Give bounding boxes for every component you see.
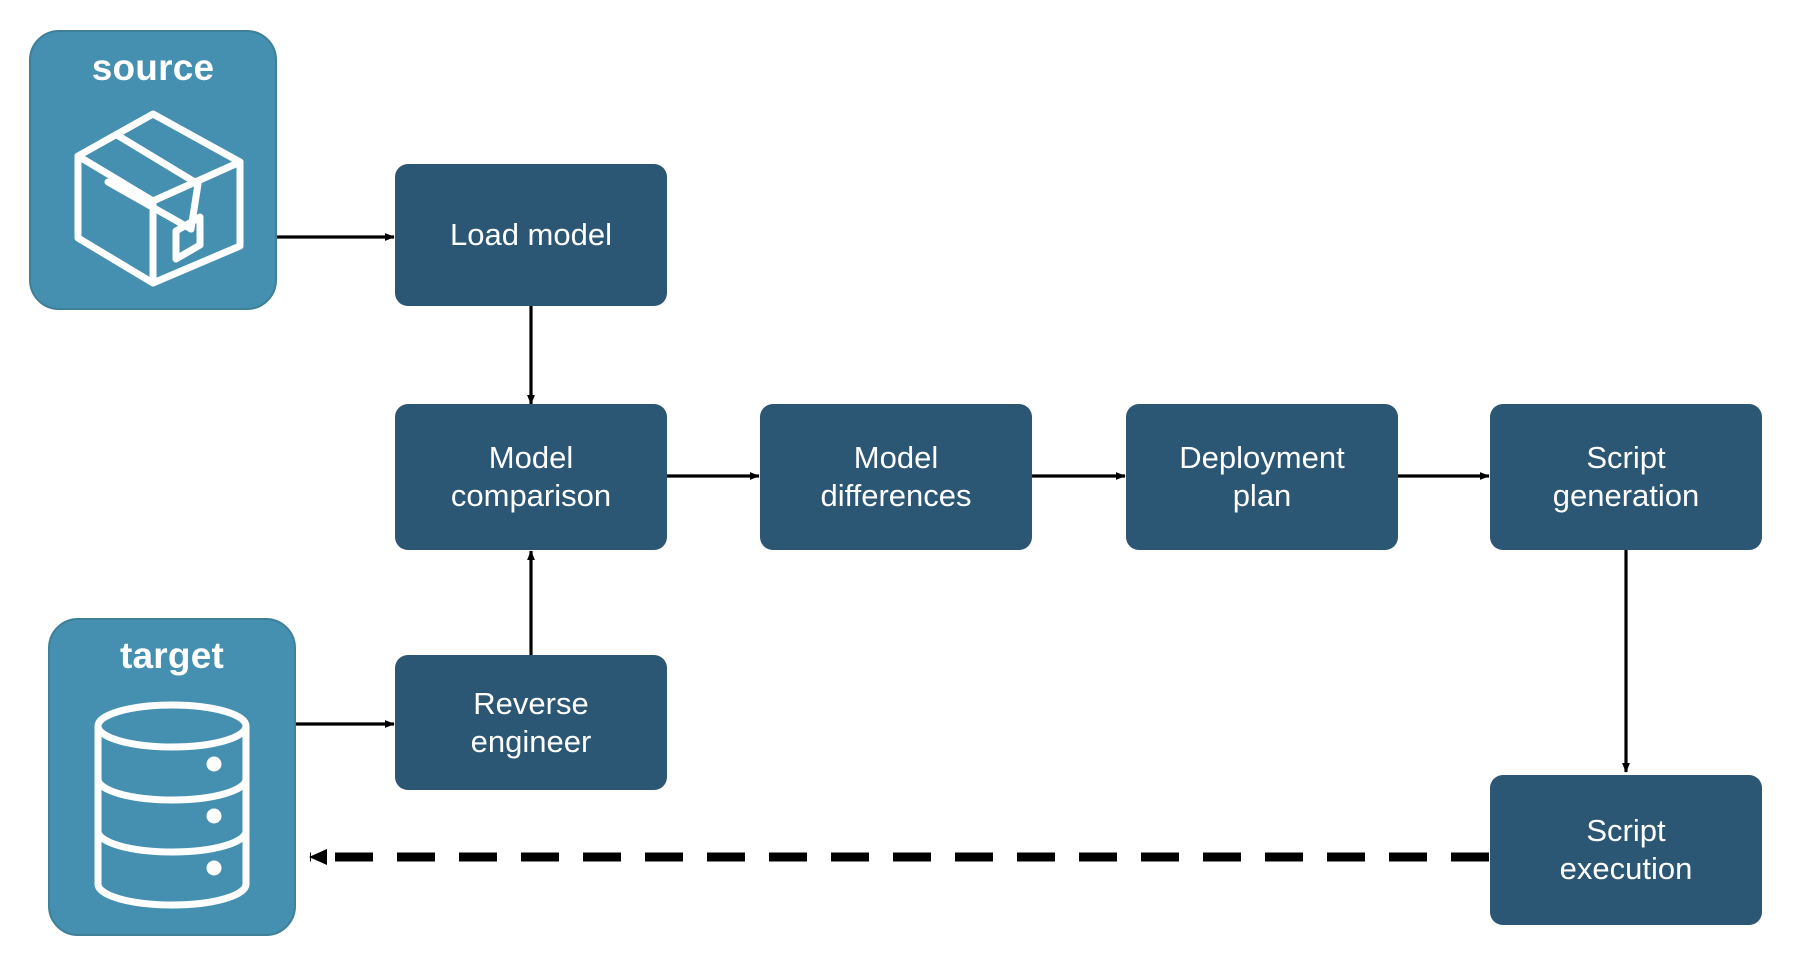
node-deployment-plan-label-line1: Deployment	[1179, 440, 1345, 476]
database-cylinder-icon	[50, 677, 294, 934]
node-target-label: target	[120, 635, 224, 676]
node-deployment-plan[interactable]: Deployment plan	[1126, 404, 1398, 550]
node-target[interactable]: target	[48, 618, 296, 936]
node-source[interactable]: source	[29, 30, 277, 310]
node-script-generation-label-line1: Script	[1586, 440, 1666, 476]
node-reverse-engineer[interactable]: Reverse engineer	[395, 655, 667, 790]
node-script-execution[interactable]: Script execution	[1490, 775, 1762, 925]
node-model-comparison-label-line2: comparison	[450, 478, 612, 513]
node-load-model[interactable]: Load model	[395, 164, 667, 306]
node-source-label: source	[91, 47, 215, 88]
node-reverse-engineer-label-line2: engineer	[470, 723, 592, 759]
node-model-differences-label-line2: differences	[820, 478, 972, 513]
node-model-differences-label-line1: Model	[853, 440, 939, 476]
node-script-execution-label-line2: execution	[1559, 851, 1693, 886]
node-model-comparison-label-line1: Model	[488, 440, 574, 476]
node-script-generation-label-line2: generation	[1552, 478, 1700, 513]
node-deployment-plan-label-line2: plan	[1232, 478, 1292, 513]
package-box-icon	[31, 89, 275, 308]
node-script-generation[interactable]: Script generation	[1490, 404, 1762, 550]
node-load-model-label: Load model	[449, 217, 612, 253]
node-script-execution-label-line1: Script	[1586, 813, 1666, 849]
node-model-differences[interactable]: Model differences	[760, 404, 1032, 550]
node-model-comparison[interactable]: Model comparison	[395, 404, 667, 550]
node-reverse-engineer-label-line1: Reverse	[473, 685, 589, 721]
